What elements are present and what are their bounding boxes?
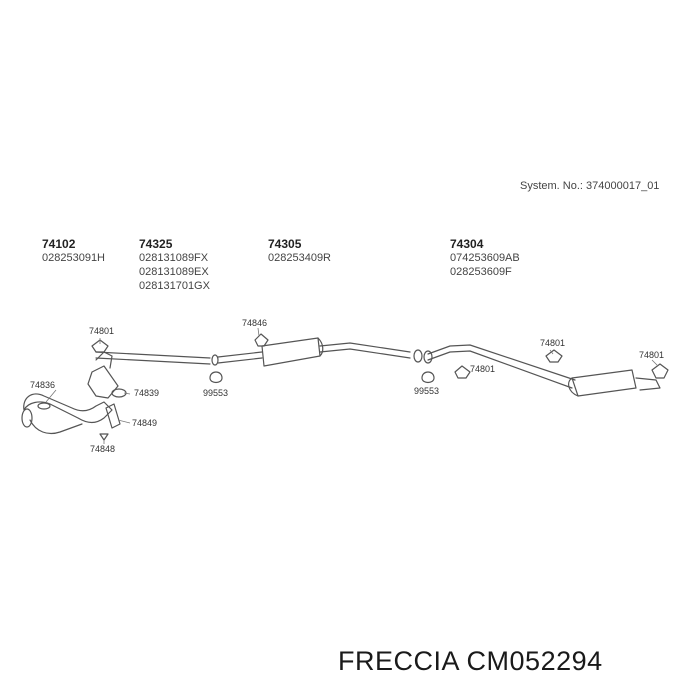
hanger-shape bbox=[651, 363, 669, 379]
center-muffler bbox=[261, 337, 321, 367]
callout-74836: 74836 bbox=[30, 380, 56, 390]
rear-pipe-2b bbox=[427, 350, 573, 389]
tailpipe bbox=[635, 377, 661, 391]
front-pipe-shape-2 bbox=[29, 419, 83, 435]
pipe-joint bbox=[211, 354, 219, 366]
hanger-shape bbox=[545, 349, 563, 363]
callout-74848: 74848 bbox=[90, 444, 116, 454]
center-muffler-end bbox=[317, 337, 324, 357]
footer-part-reference: FRECCIA CM052294 bbox=[338, 646, 603, 677]
callout-74801: 74801 bbox=[540, 338, 566, 348]
mid-pipe-1 bbox=[95, 351, 211, 359]
bolt-shape bbox=[99, 433, 109, 441]
bracket-shape bbox=[105, 403, 121, 429]
front-pipe-shape bbox=[23, 393, 113, 424]
brand-name: FRECCIA bbox=[338, 646, 459, 676]
hanger-shape bbox=[254, 333, 269, 347]
part-code: 74305 bbox=[268, 237, 302, 251]
system-number: System. No.: 374000017_01 bbox=[520, 180, 660, 192]
oem-number: 028131089EX bbox=[139, 266, 209, 278]
mid-pipe-2 bbox=[217, 351, 263, 358]
catalyst-inlet bbox=[95, 351, 113, 369]
rear-pipe-1b bbox=[319, 348, 411, 359]
rear-muffler-cap bbox=[568, 377, 579, 397]
hanger-shape bbox=[454, 365, 471, 379]
mid-pipe-1b bbox=[95, 357, 211, 365]
rear-muffler bbox=[571, 369, 637, 397]
rear-pipe-2 bbox=[427, 344, 576, 381]
oem-number: 028253609F bbox=[450, 266, 512, 278]
gasket-shape bbox=[111, 388, 127, 398]
part-code: 74325 bbox=[139, 237, 173, 251]
part-group-74305: 74305 028253409R bbox=[268, 237, 331, 265]
callout-99553: 99553 bbox=[203, 388, 229, 398]
part-number: CM052294 bbox=[466, 646, 603, 676]
part-group-74304: 74304 074253609AB 028253609F bbox=[450, 237, 520, 279]
callout-74801: 74801 bbox=[89, 326, 115, 336]
oem-number: 028131089FX bbox=[139, 252, 209, 264]
mid-pipe-2b bbox=[217, 357, 263, 364]
part-group-74102: 74102 028253091H bbox=[42, 237, 105, 265]
hanger-shape bbox=[91, 339, 109, 353]
part-group-74325: 74325 028131089FX 028131089EX 028131701G… bbox=[139, 237, 210, 293]
callout-74839: 74839 bbox=[134, 388, 160, 398]
oem-number: 028253409R bbox=[268, 252, 332, 264]
catalyst-shape bbox=[87, 365, 119, 399]
oem-number: 028131701GX bbox=[139, 280, 210, 292]
pipe-joint bbox=[423, 350, 433, 364]
clamp-shape bbox=[421, 371, 435, 384]
callout-74849: 74849 bbox=[132, 418, 158, 428]
callout-74801: 74801 bbox=[470, 364, 496, 374]
part-code: 74102 bbox=[42, 237, 76, 251]
callout-74846: 74846 bbox=[242, 318, 268, 328]
clamp-shape bbox=[209, 371, 223, 384]
callout-74801: 74801 bbox=[639, 350, 665, 360]
callout-99553: 99553 bbox=[414, 386, 440, 396]
rear-pipe-1 bbox=[319, 342, 411, 353]
part-code: 74304 bbox=[450, 237, 484, 251]
pipe-flange bbox=[21, 408, 33, 428]
gasket-shape bbox=[37, 402, 51, 410]
oem-number: 074253609AB bbox=[450, 252, 520, 264]
oem-number: 028253091H bbox=[42, 252, 106, 264]
pipe-joint bbox=[413, 349, 423, 363]
